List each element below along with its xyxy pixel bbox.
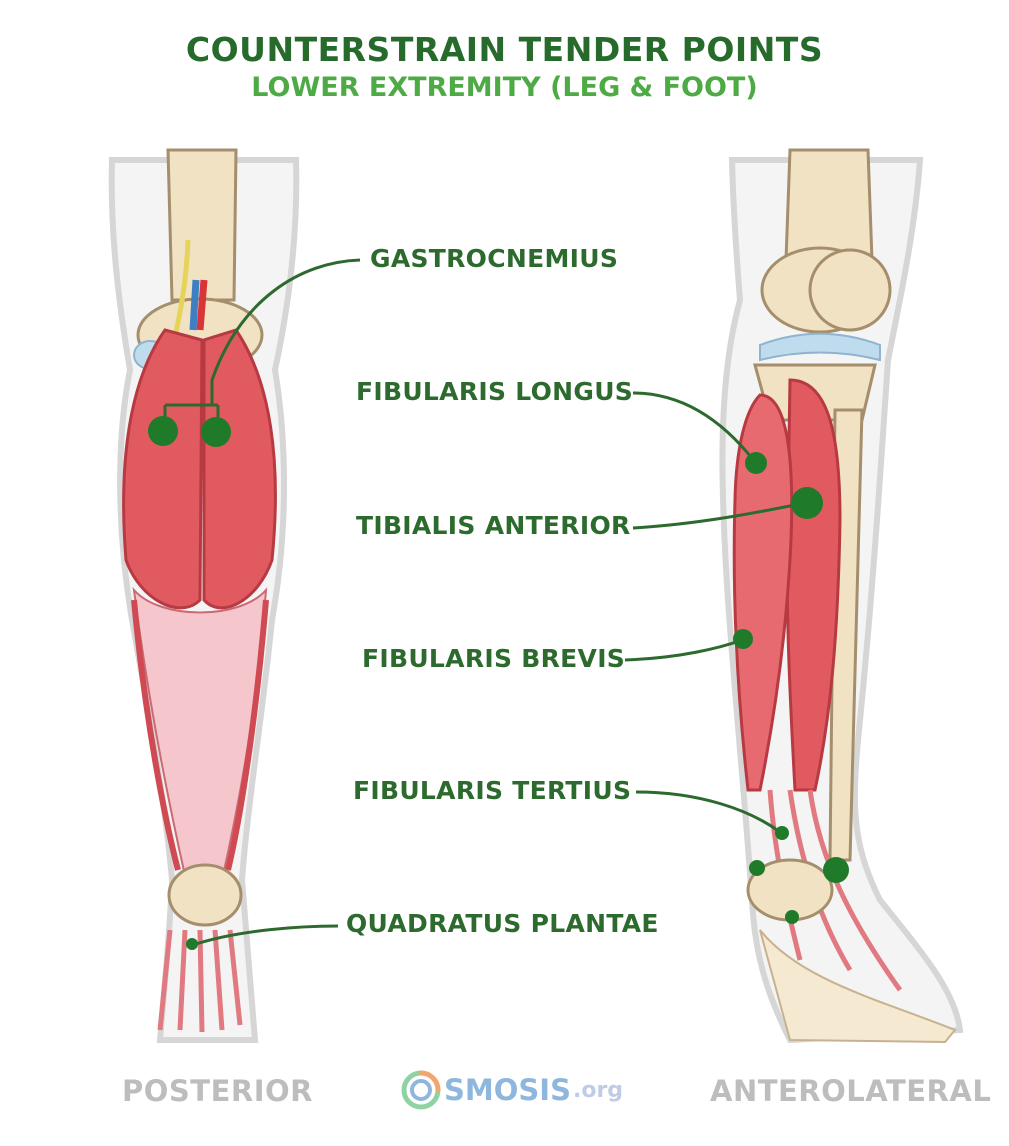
soleus-edge-left — [131, 599, 181, 871]
gastrocnemius-tender-point-medial — [148, 416, 178, 446]
gastrocnemius-leader-line — [163, 258, 361, 420]
anterolateral-femur — [784, 148, 874, 262]
gastrocnemius-medial-head — [122, 328, 204, 610]
fibularis-longus-tender-point — [745, 452, 767, 474]
patella — [808, 248, 892, 332]
quadratus-plantae-tender-point — [186, 938, 198, 950]
page-subtitle: LOWER EXTREMITY (LEG & FOOT) — [251, 72, 758, 103]
tibialis-anterior-muscle — [785, 378, 842, 792]
label-tibialis-anterior: TIBIALIS ANTERIOR — [356, 511, 631, 540]
posterior-leg — [108, 148, 361, 1043]
osmosis-logo: SMOSIS .org — [400, 1066, 623, 1114]
view-label-anterolateral: ANTEROLATERAL — [710, 1074, 992, 1108]
tibialis-anterior-leader-line — [632, 501, 806, 530]
anterolateral-leg — [624, 148, 964, 1044]
gastrocnemius-tender-point-lateral — [201, 417, 231, 447]
label-gastrocnemius: GASTROCNEMIUS — [370, 244, 619, 273]
quadratus-plantae-leader-line — [195, 924, 339, 946]
knee-meniscus — [759, 332, 881, 362]
fibularis-longus-muscle — [732, 393, 794, 792]
fibularis-tertius-leader-line — [635, 790, 781, 834]
osmosis-logo-brand: SMOSIS — [444, 1073, 571, 1107]
fibularis-longus-leader-line — [632, 391, 757, 463]
view-label-posterior: POSTERIOR — [122, 1074, 313, 1108]
label-fibularis-brevis: FIBULARIS BREVIS — [362, 644, 626, 673]
ankle-tender-point-lateral — [749, 860, 765, 876]
page-title: COUNTERSTRAIN TENDER POINTS — [185, 30, 824, 69]
tibialis-anterior-tender-point — [791, 487, 823, 519]
label-fibularis-longus: FIBULARIS LONGUS — [356, 377, 634, 406]
calcaneus — [167, 863, 243, 927]
ankle-tender-point-medial — [823, 857, 849, 883]
fibularis-tertius-tender-point — [775, 826, 789, 840]
gastrocnemius-lateral-head — [202, 328, 277, 610]
osmosis-logo-icon — [401, 1070, 441, 1110]
label-fibularis-tertius: FIBULARIS TERTIUS — [353, 776, 632, 805]
osmosis-logo-suffix: .org — [572, 1077, 624, 1103]
fibularis-brevis-tender-point — [733, 629, 753, 649]
popliteal-artery — [196, 279, 208, 331]
fibularis-brevis-leader-line — [624, 638, 743, 662]
foot-dorsum-tender-point — [785, 910, 799, 924]
posterior-foot-tendons — [157, 929, 243, 1033]
label-quadratus-plantae: QUADRATUS PLANTAE — [346, 909, 659, 938]
popliteal-vein — [189, 279, 200, 331]
posterior-femur — [166, 148, 238, 302]
achilles-tendon — [132, 586, 268, 881]
soleus-edge-right — [225, 599, 269, 871]
foot-outline — [759, 929, 957, 1044]
